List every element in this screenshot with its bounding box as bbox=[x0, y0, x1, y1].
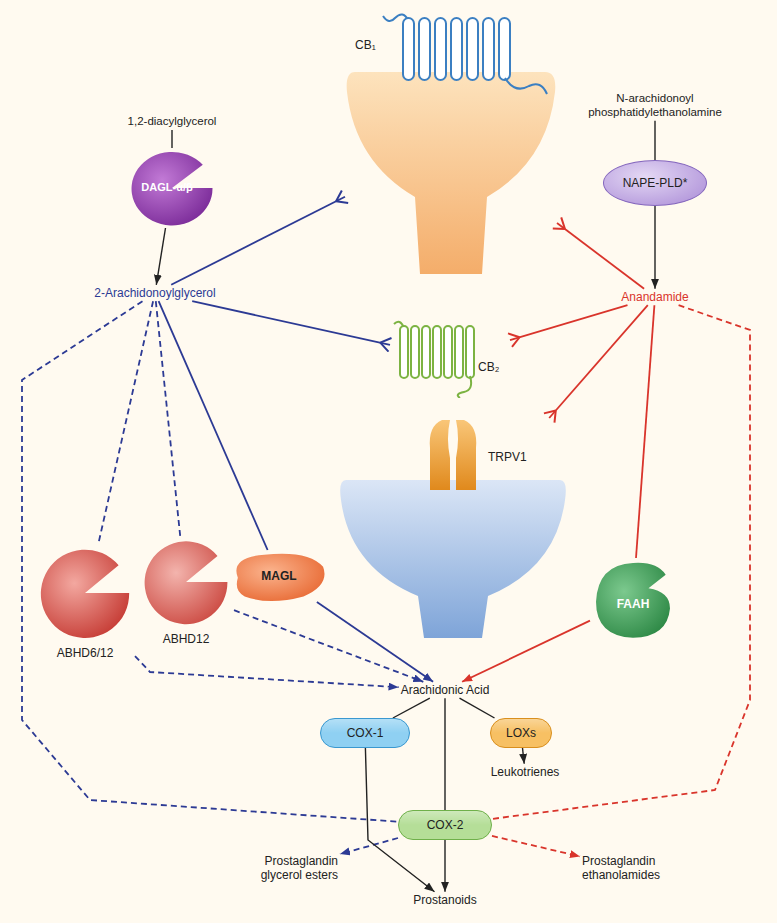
helix bbox=[466, 326, 474, 378]
node-trpv: TRPV1 bbox=[338, 418, 568, 638]
node-label: CB₂ bbox=[478, 360, 499, 374]
pathway-connector bbox=[135, 656, 399, 687]
node-pill: COX-2 bbox=[398, 810, 492, 840]
node-label: Prostanoids bbox=[413, 893, 476, 907]
helix bbox=[467, 18, 478, 80]
pathway-connector bbox=[654, 206, 655, 289]
node-label: NAPE-PLD* bbox=[623, 176, 688, 190]
pathway-connector bbox=[460, 698, 495, 718]
pathway-connector bbox=[317, 602, 433, 682]
helix bbox=[403, 18, 414, 80]
receptor-body bbox=[347, 72, 556, 274]
enzyme-shape bbox=[141, 537, 231, 627]
node-label: 1,2-diacylglycerol bbox=[128, 115, 217, 129]
pathway-connector bbox=[156, 301, 181, 537]
node-text: Anandamide bbox=[619, 289, 690, 305]
pathway-connector bbox=[444, 698, 445, 810]
helix bbox=[483, 18, 494, 80]
node-label: 2-Arachidonoylglycerol bbox=[94, 286, 215, 300]
enzyme-pacman bbox=[41, 550, 129, 638]
pathway-connector bbox=[636, 305, 654, 558]
node-pac: DAGL-α/β bbox=[128, 148, 216, 228]
node-ell: NAPE-PLD* bbox=[603, 160, 707, 206]
enzyme-shape bbox=[37, 545, 133, 641]
helix bbox=[444, 326, 452, 378]
node-label: COX-2 bbox=[427, 818, 464, 832]
helix bbox=[451, 18, 462, 80]
node-label: ABHD12 bbox=[138, 632, 234, 646]
node-text: Leukotrienes bbox=[489, 764, 562, 780]
cb1-receptor bbox=[345, 12, 557, 274]
pathway-connector bbox=[444, 840, 445, 892]
node-text: 2-Arachidonoylglycerol bbox=[92, 285, 217, 301]
node-pill: COX-1 bbox=[320, 718, 410, 748]
helix bbox=[435, 18, 446, 80]
helix bbox=[400, 326, 408, 378]
enzyme-pacman bbox=[132, 152, 213, 226]
pathway-connector bbox=[171, 130, 172, 148]
node-label: DAGL-α/β bbox=[141, 181, 192, 194]
trpv1-channel bbox=[338, 418, 568, 638]
helix bbox=[419, 18, 430, 80]
node-pacl: ABHD6/12 bbox=[35, 545, 135, 661]
channel-half bbox=[430, 420, 450, 490]
node-label: MAGL bbox=[261, 569, 296, 583]
cb2-receptor bbox=[390, 318, 510, 398]
node-label: Leukotrienes bbox=[491, 765, 560, 779]
enzyme-blob bbox=[596, 563, 670, 638]
helix bbox=[433, 326, 441, 378]
node-label: Anandamide bbox=[621, 290, 688, 304]
node-text: Prostanoids bbox=[411, 892, 478, 908]
pathway-connector bbox=[557, 223, 644, 289]
helix bbox=[411, 326, 419, 378]
pathway-connector bbox=[393, 698, 430, 718]
node-label: Prostaglandin glycerol esters bbox=[242, 854, 338, 883]
helix bbox=[455, 326, 463, 378]
pathway-connector bbox=[523, 748, 525, 764]
channel-half bbox=[456, 420, 476, 490]
helix bbox=[422, 326, 430, 378]
node-cb2: CB₂ bbox=[390, 318, 510, 398]
pathway-connector bbox=[192, 301, 390, 345]
node-faah: FAAH bbox=[590, 558, 676, 642]
pathway-connector bbox=[156, 228, 165, 285]
cell-body bbox=[340, 480, 566, 638]
enzyme-blob bbox=[236, 554, 324, 601]
node-cb1: CB₁ bbox=[345, 12, 557, 274]
node-text: Prostaglandin ethanolamides bbox=[580, 853, 680, 884]
node-text: 1,2-diacylglycerol bbox=[126, 114, 219, 130]
node-label: ABHD6/12 bbox=[35, 646, 135, 660]
pathway-connector bbox=[654, 121, 655, 160]
pathway-connector bbox=[159, 301, 268, 550]
pathway-connector bbox=[98, 301, 153, 545]
node-text: Prostaglandin glycerol esters bbox=[240, 853, 340, 884]
pathway-connector bbox=[234, 610, 423, 682]
node-label: TRPV1 bbox=[488, 450, 527, 464]
node-label: FAAH bbox=[617, 597, 650, 611]
helix bbox=[499, 18, 510, 80]
pathway-connector bbox=[492, 836, 580, 857]
node-text: N-arachidonoyl phosphatidylethanolamine bbox=[570, 91, 740, 121]
node-blob: MAGL bbox=[230, 550, 328, 602]
node-label: N-arachidonoyl phosphatidylethanolamine bbox=[572, 92, 738, 120]
enzyme-pacman bbox=[145, 541, 228, 624]
node-text: Arachidonic Acid bbox=[399, 682, 492, 698]
node-pill: LOXs bbox=[490, 718, 552, 748]
pathway-connector bbox=[549, 305, 648, 418]
node-label: Prostaglandin ethanolamides bbox=[582, 854, 678, 883]
node-label: LOXs bbox=[506, 726, 536, 740]
node-label: Arachidonic Acid bbox=[401, 683, 490, 697]
pathway-connector bbox=[510, 305, 628, 340]
node-label: COX-1 bbox=[347, 726, 384, 740]
node-label: CB₁ bbox=[355, 38, 376, 52]
node-pacl: ABHD12 bbox=[138, 537, 234, 647]
